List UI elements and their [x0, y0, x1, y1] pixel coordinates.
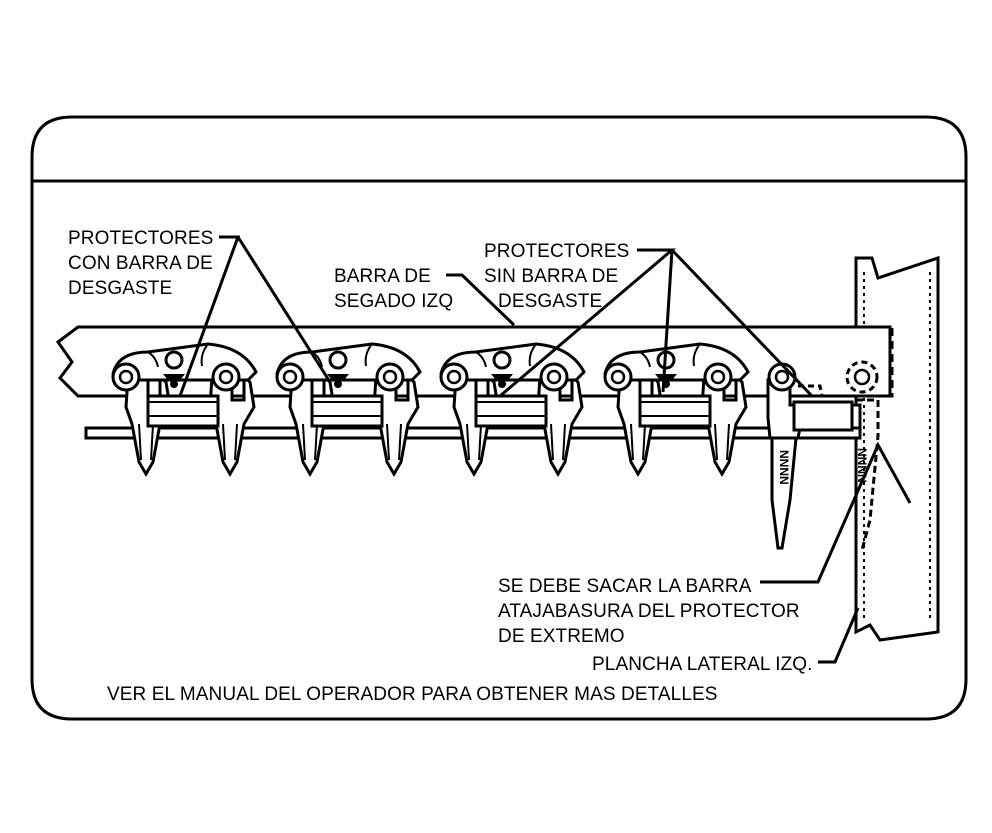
label-guards-without-bar-3: DESGASTE — [498, 291, 603, 312]
label-cutterbar-1: BARRA DE — [334, 266, 431, 287]
guard-pair-3 — [439, 342, 586, 476]
label-remove-bar-2: ATAJABASURA DEL PROTECTOR — [498, 601, 800, 622]
guard-pair-1 — [111, 342, 258, 476]
footer-note: VER EL MANUAL DEL OPERADOR PARA OBTENER … — [107, 684, 718, 705]
frame-border — [30, 115, 968, 721]
guard-marking: NNNN — [777, 450, 791, 485]
label-remove-bar-1: SE DEBE SACAR LA BARRA — [498, 576, 752, 597]
guard-marking-2: NNNN — [855, 448, 869, 483]
guard-pair-2 — [275, 342, 422, 476]
label-side-sheet: PLANCHA LATERAL IZQ. — [592, 654, 813, 675]
guard-pair-4 — [603, 342, 750, 476]
label-guards-with-bar-3: DESGASTE — [68, 278, 173, 299]
leader-lines — [178, 235, 912, 664]
label-guards-with-bar-2: CON BARRA DE — [68, 253, 213, 274]
label-guards-without-bar-2: SIN BARRA DE — [484, 266, 619, 287]
label-remove-bar-3: DE EXTREMO — [498, 626, 625, 647]
label-guards-with-bar-1: PROTECTORES — [68, 228, 214, 249]
label-guards-without-bar-1: PROTECTORES — [484, 241, 630, 262]
label-cutterbar-2: SEGADO IZQ — [334, 291, 454, 312]
